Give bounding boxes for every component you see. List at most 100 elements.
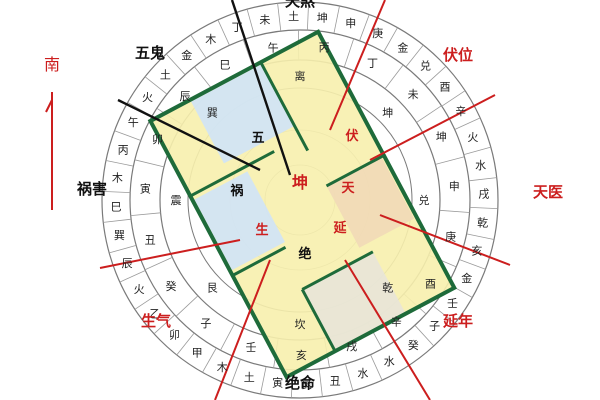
outer-ring-label: 木: [217, 361, 228, 374]
ring-tick: [425, 65, 447, 86]
ring-tick: [359, 14, 370, 41]
ring-tick: [333, 5, 340, 34]
ring-tick: [414, 325, 435, 347]
wall-1: [189, 150, 275, 198]
pointer-left: [117, 98, 261, 172]
sector-shengqi: 生气: [141, 312, 171, 330]
wall-3: [231, 246, 287, 277]
outer-ring-label: 水: [384, 355, 395, 368]
outer-ring-label: 火: [142, 91, 153, 104]
inner-ring-label: 丙: [319, 41, 330, 54]
outer-ring-label: 土: [160, 69, 171, 82]
inner-ring-label: 申: [449, 180, 460, 193]
outer-ring-label: 辰: [122, 257, 133, 270]
south-arrow-mark: [45, 99, 53, 113]
pointer-top: [230, 0, 292, 176]
room-blue-left: [194, 171, 285, 271]
wall-5: [301, 250, 374, 291]
outer-ring-label: 木: [205, 33, 216, 46]
outer-ring-label: 金: [461, 271, 472, 285]
mark-kun: 坤: [292, 173, 308, 192]
ring-tick: [153, 314, 175, 335]
sector-jueming: 绝命: [285, 374, 316, 392]
wall-6: [300, 288, 337, 352]
ring-tick: [246, 9, 255, 37]
ring-tick: [242, 39, 254, 69]
outer-ring-label: 水: [475, 159, 486, 172]
ring-tick: [130, 212, 161, 216]
ring-tick: [345, 363, 354, 391]
ring-tick: [370, 354, 383, 381]
ring-tick: [318, 368, 323, 397]
ring-tick: [102, 191, 131, 193]
ring-tick: [435, 156, 465, 165]
south-label: 南: [44, 55, 60, 74]
ring-tick: [454, 117, 481, 130]
outer-ring-label: 卯: [169, 329, 180, 342]
outer-ring-label: 艮: [301, 378, 312, 391]
inner-ring-label: 癸: [166, 279, 177, 293]
ring-tick: [103, 218, 132, 223]
dir-line-top-right: [329, 0, 386, 131]
ring-tick: [109, 245, 137, 254]
outer-ring-label: 乾: [477, 216, 488, 229]
inner-ring-label: 壬: [246, 341, 257, 354]
direction-lines: [99, 0, 511, 400]
inner-ring-label: 午: [268, 41, 279, 54]
compass-south: 南: [44, 55, 60, 210]
trigram-label: 坤: [382, 105, 393, 119]
outer-ring-label: 水: [357, 367, 368, 380]
inner-ring-label: 卯: [152, 133, 163, 146]
outer-ring-label: 土: [288, 10, 299, 23]
outer-ring-label: 酉: [440, 81, 451, 94]
mark-tian: 天: [341, 181, 355, 196]
outer-ring-label: 申: [345, 17, 356, 30]
outer-ring-label: 木: [112, 172, 123, 185]
pointer-lines: [117, 0, 292, 176]
inner-ring-label: 庚: [445, 230, 456, 244]
ring-tick: [134, 159, 165, 168]
outer-ring-label: 寅: [272, 376, 283, 390]
outer-ring-label: 辛: [455, 104, 466, 118]
mark-fu: 伏: [345, 128, 358, 144]
ring-tick: [463, 146, 491, 155]
wall-4: [325, 154, 385, 188]
sector-yannian: 延年: [442, 312, 473, 330]
ring-tick: [441, 90, 466, 107]
ring-tick: [165, 53, 186, 75]
ring-tick: [175, 295, 199, 317]
outer-ring-label: 午: [128, 116, 139, 129]
outer-ring-label: 火: [134, 283, 145, 296]
sector-wugui: 五鬼: [135, 44, 165, 62]
ring-tick: [277, 3, 282, 32]
ring-tick: [144, 257, 173, 271]
inner-ring-labels: 午丙丁未坤申庚酉辛戌亥壬子癸丑寅卯辰巳: [140, 41, 460, 362]
room-right: [326, 156, 415, 248]
wall-2: [259, 61, 310, 152]
outer-ring-label: 巽: [114, 229, 125, 242]
outer-ring-label: 戌: [478, 188, 489, 201]
ring-tick: [459, 259, 486, 270]
inner-ring-label: 子: [200, 317, 211, 330]
inner-ring-label: 坤: [436, 129, 447, 143]
outer-ring-label: 坤: [317, 10, 328, 24]
ring-tick: [384, 64, 404, 89]
outer-ring-labels: 丁未土坤申庚金兑酉辛火水戌乾亥金壬子癸水水丑艮寅土木甲卯乙火辰巽巳木丙午火土金木: [111, 10, 490, 391]
dir-line-right-upper: [369, 94, 496, 161]
inner-ring-label: 辰: [180, 90, 191, 103]
outer-ring-label: 癸: [408, 338, 419, 352]
inner-ring-label: 亥: [296, 348, 307, 362]
outer-ring-label: 子: [429, 320, 440, 333]
mark-huo: 祸: [230, 183, 243, 199]
trigram-label: 艮: [207, 282, 218, 295]
ring-tick: [134, 293, 159, 310]
outer-ring-label: 壬: [447, 297, 458, 310]
sector-huohai: 祸害: [77, 180, 107, 198]
outer-ring-label: 巳: [111, 200, 122, 213]
outer-ring-label: 亥: [471, 244, 482, 258]
outer-ring-label: 火: [467, 131, 478, 144]
dir-line-right-lower: [379, 214, 511, 266]
ring-tick: [383, 27, 398, 53]
ring-tick: [144, 76, 168, 95]
inner-ring-label: 巳: [220, 58, 231, 71]
